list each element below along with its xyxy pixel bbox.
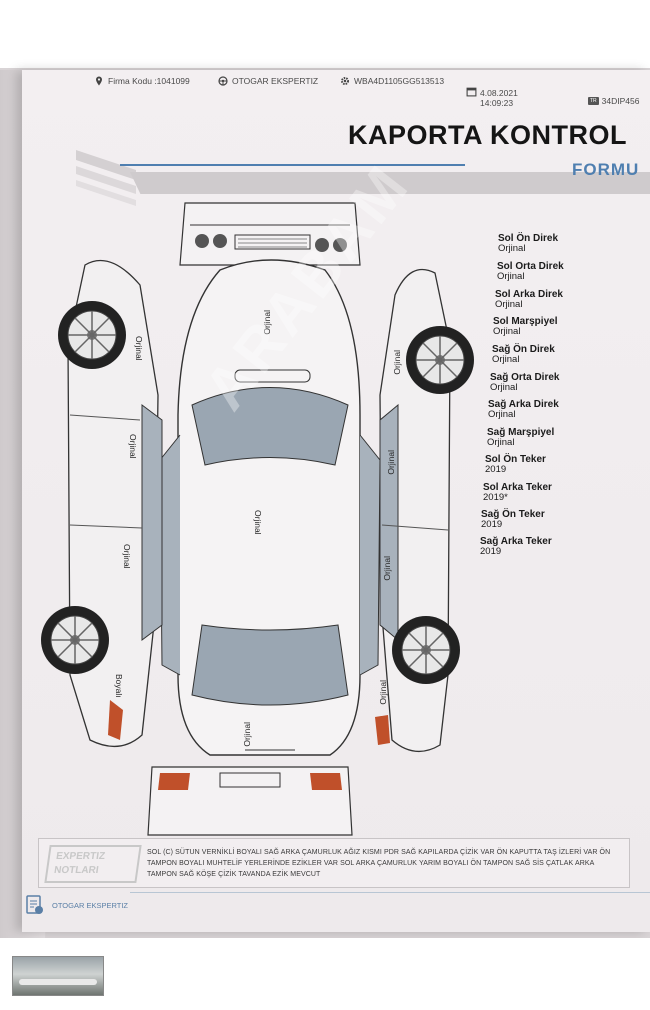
rear-bumper-view: [147, 766, 353, 836]
firm-code-text: Firma Kodu :1041099: [108, 76, 190, 86]
footer-divider: [130, 892, 650, 893]
vin-text: WBA4D1105GG513513: [354, 76, 445, 86]
document-check-icon: [26, 895, 43, 914]
label-right-rear-fender: Orjinal: [378, 680, 388, 705]
label-left-rear-door: Orjinal: [122, 544, 132, 569]
label-left-rear-fender: Boyalı: [114, 674, 124, 698]
label-left-front-door: Orjinal: [128, 434, 138, 459]
expertise-notes: EXPERTIZ NOTLARI SOL (C) SÜTUN VERNİKLİ …: [38, 838, 630, 888]
title-underline: [120, 164, 465, 166]
label-right-rear-door: Orjinal: [382, 556, 392, 581]
right-rear-wheel: [392, 616, 460, 684]
plate-text: 34DIP456: [601, 96, 640, 106]
label-right-front-door: Orjinal: [386, 450, 396, 475]
right-side-view: [375, 268, 474, 752]
calendar-icon: [466, 87, 477, 97]
company-name: OTOGAR EKSPERTIZ: [218, 76, 318, 86]
label-trunk: Orjinal: [242, 722, 252, 747]
form-footer: OTOGAR EKSPERTIZ: [22, 894, 128, 916]
license-plate: TR 34DIP456: [588, 96, 639, 106]
form-header: Firma Kodu :1041099 OTOGAR EKSPERTIZ WBA…: [90, 76, 650, 110]
company-name-text: OTOGAR EKSPERTIZ: [232, 76, 319, 86]
plate-icon: TR: [588, 97, 599, 105]
left-front-wheel: [58, 301, 126, 369]
dealer-thumbnail-image[interactable]: [12, 956, 104, 996]
footer-company: OTOGAR EKSPERTIZ: [52, 900, 128, 910]
notes-text: SOL (C) SÜTUN VERNİKLİ BOYALI SAĞ ARKA Ç…: [147, 849, 611, 878]
form-title: KAPORTA KONTROL: [348, 120, 627, 150]
bottom-margin: [0, 938, 650, 1010]
inspection-datetime: 4.08.2021 14:09:23: [480, 88, 518, 108]
gear-icon: [341, 77, 349, 85]
firm-code: Firma Kodu :1041099: [94, 76, 190, 86]
top-view-car: [159, 259, 381, 756]
label-right-front-fender: Orjinal: [392, 350, 402, 375]
form-subtitle: FORMU: [572, 160, 640, 179]
inspection-date: 4.08.2021: [480, 88, 518, 98]
front-bumper-view: [179, 202, 361, 266]
title-band: [130, 172, 650, 194]
top-margin: [0, 0, 650, 68]
label-left-front-fender: Orjinal: [134, 336, 144, 361]
location-pin-icon: [96, 76, 102, 86]
left-side-view: [41, 259, 163, 747]
vin-number: WBA4D1105GG513513: [340, 76, 444, 86]
header-stripes-decoration: [76, 150, 136, 206]
label-roof: Orjinal: [253, 510, 263, 535]
steering-wheel-icon: [218, 76, 228, 86]
right-front-wheel: [406, 326, 474, 394]
car-body-diagram: [41, 202, 474, 836]
notes-badge: EXPERTIZ NOTLARI: [44, 845, 142, 883]
inspection-time: 14:09:23: [480, 98, 514, 108]
left-rear-wheel: [41, 606, 109, 674]
